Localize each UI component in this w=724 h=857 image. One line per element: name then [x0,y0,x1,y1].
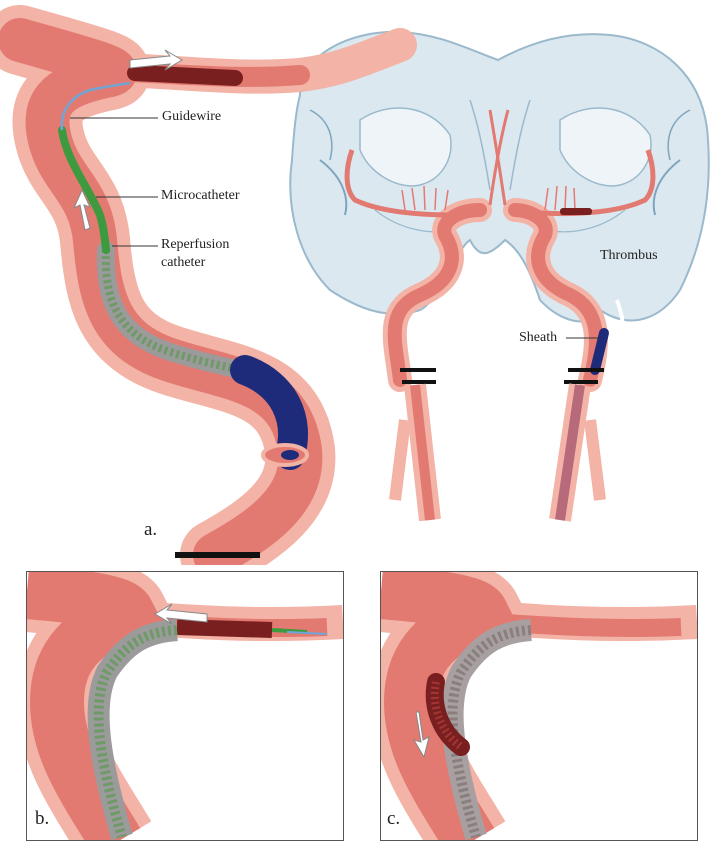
left-cerebral-arteries [344,109,510,392]
panel-c: c. [380,571,698,841]
label-reperfusion-line1: Reperfusion [161,237,230,252]
label-thrombus: Thrombus [600,248,658,263]
right-cerebral-arteries [488,109,656,392]
thrombus-clot [560,208,592,215]
microcatheter [58,126,110,254]
panel-b-illustration [27,572,343,840]
panel-a-illustration [0,5,710,565]
label-guidewire: Guidewire [162,109,222,124]
neck-arteries [389,368,606,522]
catheter-artery [0,5,417,565]
guidewire [60,81,131,131]
sheath [590,328,609,375]
label-sheath: Sheath [519,330,558,345]
thrombus-vessel [127,65,243,86]
label-reperfusion-line2: catheter [161,255,206,270]
panel-c-letter: c. [387,808,401,829]
label-microcatheter: Microcatheter [161,188,240,203]
panel-b-letter: b. [35,808,50,829]
panel-b: b. [26,571,344,841]
panel-a-letter: a. [144,519,158,540]
panel-c-illustration [381,572,697,840]
